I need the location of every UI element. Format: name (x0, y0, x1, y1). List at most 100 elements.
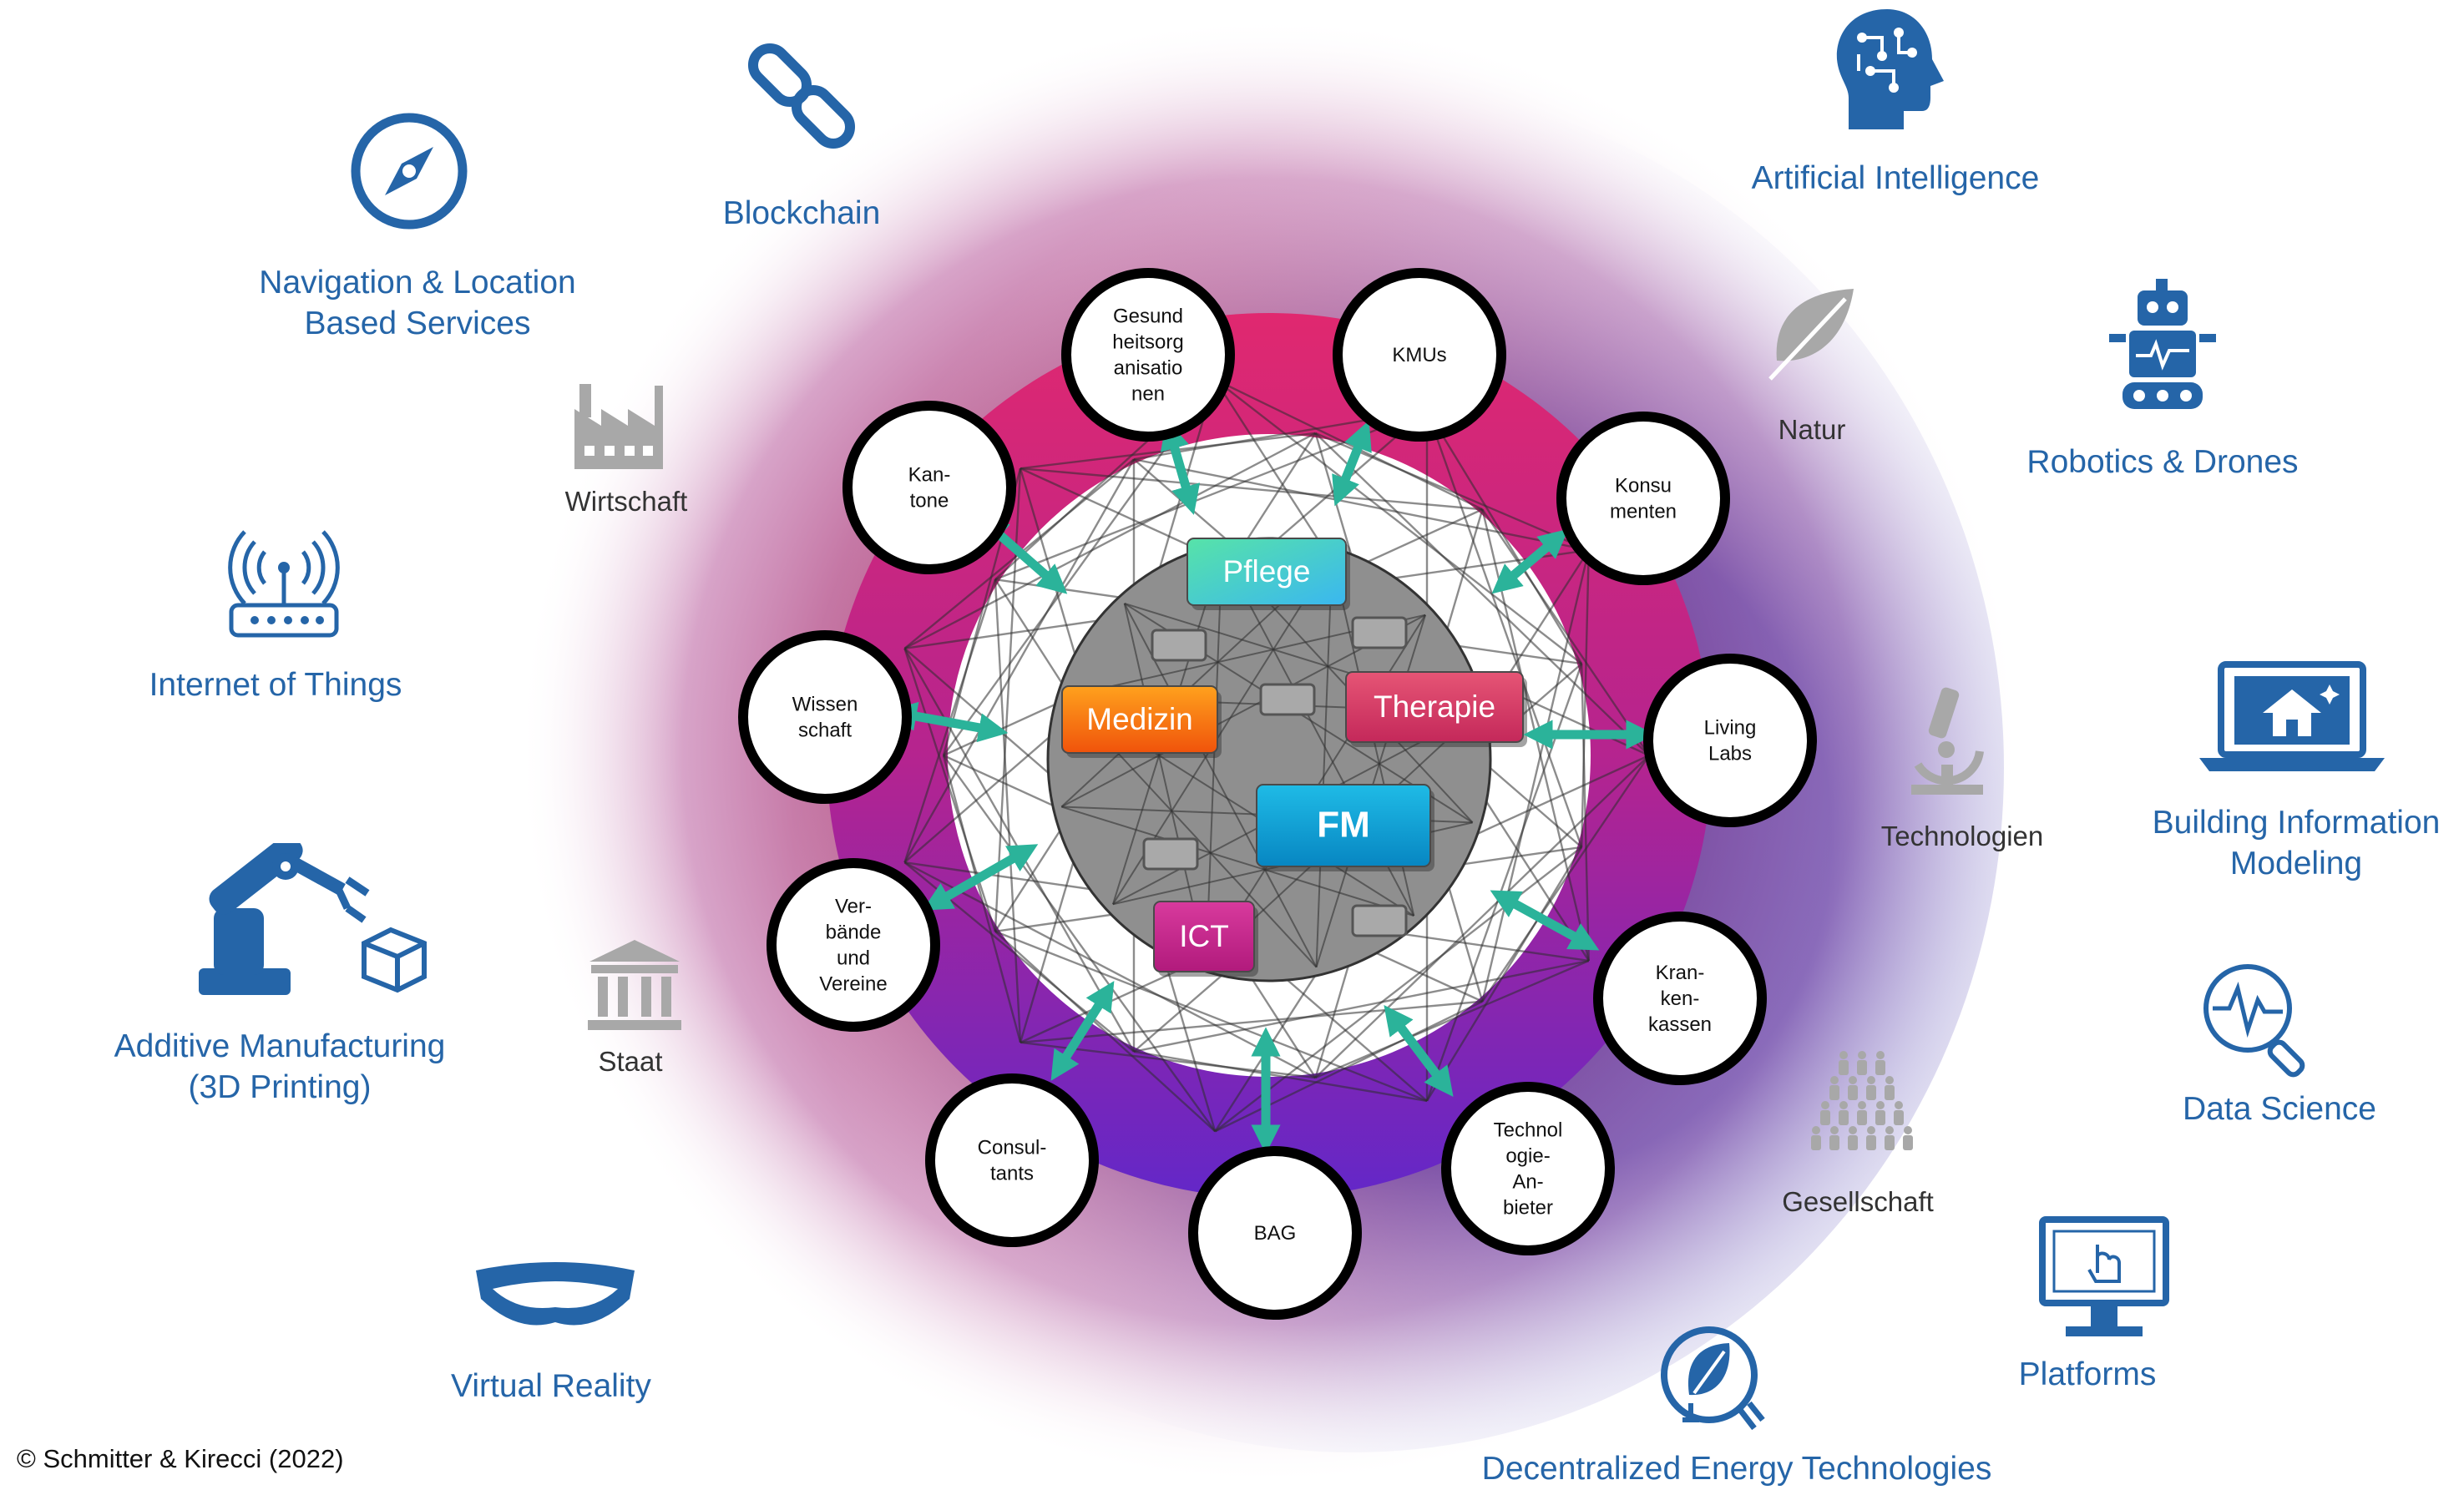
core-chip (1351, 616, 1408, 649)
network-link (994, 930, 1428, 1102)
core-domain-pflege: Pflege (1186, 538, 1350, 610)
bidirectional-arrow (1332, 420, 1372, 507)
network-link (943, 755, 1217, 1133)
core-link (1205, 552, 1223, 963)
network-link (1214, 378, 1582, 665)
network-link (903, 458, 1136, 863)
compass-icon (351, 113, 468, 230)
core-domain-fm: FM (1256, 784, 1434, 871)
core-chip (1259, 683, 1316, 716)
natur-label: Natur (1778, 414, 1846, 445)
stakeholder-label: Consul- (978, 1137, 1047, 1159)
copyright-notice: © Schmitter & Kirecci (2022) (17, 1444, 344, 1473)
wifi-router-icon (228, 530, 340, 638)
stakeholder-kantone: Kan-tone (842, 401, 1016, 574)
stakeholder-label: anisatio (1114, 357, 1183, 380)
bidirectional-arrow (1491, 528, 1569, 594)
laptop-house-icon (2199, 661, 2385, 771)
touch-monitor-icon (2039, 1216, 2169, 1336)
stakeholder-label: Kran- (1656, 962, 1705, 984)
stakeholder-label: bieter (1503, 1197, 1553, 1220)
stakeholder-label: ken- (1661, 987, 1700, 1010)
additive-label-line1: Additive Manufacturing (114, 1028, 446, 1064)
stakeholder-bag: BAG (1188, 1146, 1362, 1320)
core-domain-ict: ICT (1153, 901, 1258, 977)
blockchain-label: Blockchain (722, 195, 881, 231)
chain-link-icon (747, 43, 856, 149)
robot-arm-icon (199, 843, 427, 995)
core-domain-label: ICT (1179, 919, 1229, 953)
microscope-icon (1911, 687, 1984, 795)
core-domain-label: Medizin (1086, 702, 1193, 736)
core-chip (1142, 837, 1199, 871)
stakeholder-konsumenten: Konsu menten (1556, 412, 1730, 585)
stakeholder-label: BAG (1254, 1222, 1297, 1245)
stakeholder-label: tants (990, 1163, 1034, 1185)
stakeholder-consultants: Consul-tants (925, 1073, 1099, 1247)
stakeholder-label: Labs (1708, 743, 1752, 765)
government-building-icon (588, 940, 681, 1030)
core-domain-label: Pflege (1223, 554, 1311, 588)
additive-label-line2: (3D Printing) (188, 1068, 372, 1105)
vr-label: Virtual Reality (451, 1368, 651, 1404)
stakeholder-label: Konsu (1615, 475, 1672, 498)
iot-label: Internet of Things (149, 667, 402, 703)
core-link (1061, 806, 1414, 917)
ai-head-icon (1836, 9, 1944, 129)
core-chips (1142, 616, 1408, 937)
stakeholder-label: Wissen (792, 694, 858, 716)
bidirectional-arrow (1490, 890, 1600, 951)
robot-icon (2109, 279, 2216, 409)
additive-label: Additive Manufacturing (3D Printing) (83, 1027, 476, 1109)
stakeholder-kmus: KMUs (1333, 268, 1506, 442)
navigation-label-line1: Navigation & Location (259, 265, 576, 301)
stakeholder-label: ogie- (1505, 1145, 1550, 1168)
stakeholder-label: menten (1610, 501, 1677, 523)
bidirectional-arrow (1160, 420, 1201, 515)
bim-label-line2: Modeling (2229, 845, 2363, 881)
bim-label: Building Information Modeling (2112, 803, 2464, 885)
core-domain-label: FM (1317, 805, 1370, 846)
robotics-label: Robotics & Drones (2026, 444, 2299, 480)
stakeholder-label: schaft (798, 720, 852, 742)
bim-label-line1: Building Information (2152, 805, 2441, 841)
core-domain-therapie: Therapie (1345, 671, 1527, 747)
stakeholder-label: nen (1131, 383, 1165, 406)
stakeholder-label: und (837, 947, 870, 970)
network-link (1019, 467, 1483, 511)
stakeholder-label: tone (910, 490, 949, 513)
bidirectional-arrow (922, 844, 1039, 911)
leaf-icon (1768, 289, 1854, 381)
ai-label: Artificial Intelligence (1751, 160, 2040, 196)
network-link (903, 432, 1317, 649)
gesellschaft-label: Gesellschaft (1782, 1186, 1934, 1217)
platforms-label: Platforms (2018, 1356, 2157, 1392)
stakeholder-krankenkassen: Kran-ken-kassen (1593, 912, 1767, 1085)
stakeholder-label: Gesund (1113, 306, 1183, 328)
core-link (1123, 603, 1318, 968)
stakeholder-label: Kan- (908, 464, 951, 487)
core-chip (1151, 629, 1207, 662)
stakeholder-label: Vereine (819, 973, 887, 996)
stakeholder-wissenschaft: Wissen schaft (738, 630, 912, 804)
network-link (1425, 409, 1583, 848)
datascience-label: Data Science (2183, 1091, 2376, 1127)
stakeholder-label: An- (1512, 1171, 1543, 1194)
bidirectional-arrow (1050, 981, 1115, 1081)
stakeholder-label: kassen (1648, 1013, 1712, 1036)
stakeholder-label: bände (826, 922, 882, 944)
network-link (1581, 549, 1590, 847)
network-link (994, 579, 1022, 1043)
factory-icon (574, 384, 663, 469)
stakeholder-label: Ver- (835, 896, 872, 918)
stakeholder-label: Technol (1494, 1119, 1563, 1142)
bidirectional-arrow (1384, 1004, 1454, 1098)
vr-headset-icon (476, 1262, 635, 1326)
core-link (1315, 556, 1333, 967)
magnifier-graph-icon (2203, 964, 2305, 1078)
